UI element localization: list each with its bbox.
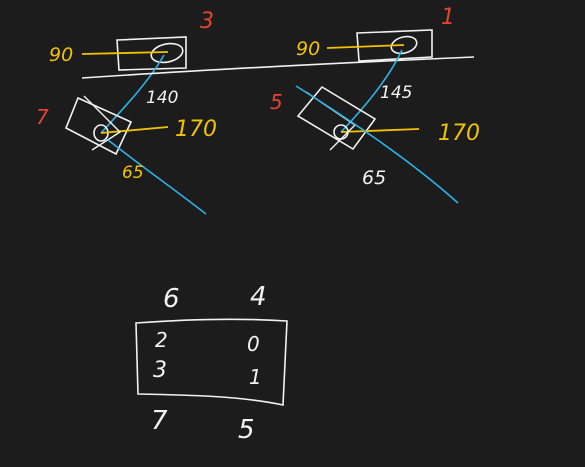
left-assembly: 3 90 140 7 170 65 xyxy=(36,9,217,215)
left-upper-block-number: 3 xyxy=(200,9,214,34)
left-diagonal-stroke xyxy=(83,95,122,151)
left-lower-block xyxy=(64,96,133,156)
box-left-value-1: 2 xyxy=(155,328,168,352)
box-top-label-right: 4 xyxy=(250,282,267,312)
right-upper-arm-value: 90 xyxy=(296,38,320,60)
right-lower-block xyxy=(296,85,377,151)
right-tail-value: 65 xyxy=(362,167,386,189)
left-lower-block-number: 7 xyxy=(36,105,49,129)
right-upper-arm xyxy=(326,44,405,49)
left-upper-block xyxy=(116,36,187,71)
right-lower-block-number: 5 xyxy=(270,90,283,114)
left-tail-value: 65 xyxy=(122,163,144,183)
right-lower-arm xyxy=(340,128,420,133)
right-upper-block-number: 1 xyxy=(441,5,455,30)
box-top-label-left: 6 xyxy=(163,284,180,314)
bottom-box-group: 6 4 2 3 0 1 7 5 xyxy=(135,282,288,445)
right-link-line xyxy=(340,49,403,133)
right-upper-block xyxy=(356,29,433,62)
left-upper-arm xyxy=(81,51,169,55)
box-bottom-label-right: 5 xyxy=(238,415,255,445)
right-link-value: 145 xyxy=(380,83,412,103)
right-lower-arm-value: 170 xyxy=(438,121,480,146)
left-upper-arm-value: 90 xyxy=(49,44,73,66)
ground-line xyxy=(81,56,475,79)
right-upper-joint xyxy=(390,35,418,55)
box-right-value-1: 0 xyxy=(247,332,260,356)
box-right-value-2: 1 xyxy=(249,365,262,389)
left-tail-line xyxy=(107,139,207,215)
bottom-box-outline xyxy=(135,318,288,406)
left-lower-arm xyxy=(100,126,169,134)
right-tail-line xyxy=(295,85,459,204)
left-lower-arm-value: 170 xyxy=(175,117,217,142)
left-upper-joint xyxy=(150,42,184,64)
right-diagonal-stroke xyxy=(305,91,357,151)
box-bottom-label-left: 7 xyxy=(151,406,168,436)
left-link-value: 140 xyxy=(146,88,178,108)
right-assembly: 1 90 145 5 170 65 xyxy=(270,5,480,204)
box-left-value-2: 3 xyxy=(153,358,167,383)
left-link-line xyxy=(100,54,165,134)
